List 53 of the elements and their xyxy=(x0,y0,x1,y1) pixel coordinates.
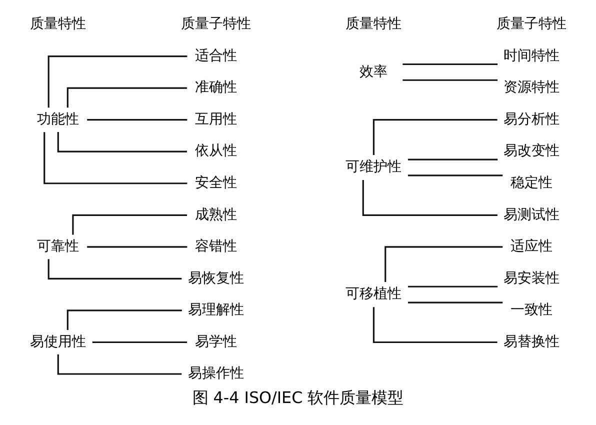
node-text: 成熟性 xyxy=(194,206,237,223)
connector xyxy=(408,174,503,176)
label: 质量子特性 xyxy=(496,16,567,32)
connector xyxy=(48,56,188,108)
node-text: 资源特性 xyxy=(504,80,560,96)
node-text: 易分析性 xyxy=(504,111,560,128)
connector xyxy=(408,286,498,288)
node-text: 依从性 xyxy=(194,143,237,160)
node-text: 适应性 xyxy=(510,238,553,255)
connector xyxy=(57,132,187,152)
node-text: 可移植性 xyxy=(346,286,402,302)
connector xyxy=(92,341,188,344)
connector xyxy=(362,180,498,216)
connector xyxy=(87,246,188,248)
node-text: 功能性 xyxy=(37,111,80,128)
node-text: 易恢复性 xyxy=(188,270,244,286)
node-text: 易安装性 xyxy=(504,270,560,286)
connector xyxy=(372,307,498,344)
connector xyxy=(372,119,498,155)
node-text: 易测试性 xyxy=(504,206,560,223)
connector xyxy=(44,132,188,184)
node-text: 一致性 xyxy=(510,302,553,318)
node-text: 易使用性 xyxy=(30,334,86,350)
node-text: 时间特性 xyxy=(504,48,560,64)
node-text: 适合性 xyxy=(194,48,237,64)
node-text: 易改变性 xyxy=(504,143,560,160)
node-text: 容错性 xyxy=(194,238,237,255)
node-text: 易理解性 xyxy=(188,302,244,318)
node-text: 互用性 xyxy=(194,111,237,128)
node-text: 可靠性 xyxy=(37,238,80,255)
node-text: 安全性 xyxy=(194,174,237,191)
connector xyxy=(402,63,498,66)
node-text: 可维护性 xyxy=(346,159,402,176)
node-text: 准确性 xyxy=(194,80,237,96)
connector xyxy=(87,119,188,121)
label: 质量子特性 xyxy=(180,16,251,32)
node-text: 稳定性 xyxy=(510,174,553,191)
node-text: 易操作性 xyxy=(188,366,244,382)
connector xyxy=(408,158,498,160)
connector xyxy=(72,214,187,235)
connector xyxy=(66,310,182,330)
connector xyxy=(57,354,182,375)
node-text: 效率 xyxy=(360,64,388,80)
connector xyxy=(402,79,498,81)
node-text: 易学性 xyxy=(194,334,237,350)
connector xyxy=(48,259,182,280)
node-text: 易替换性 xyxy=(504,334,560,350)
label: 质量特性 xyxy=(30,16,86,32)
connector xyxy=(384,246,503,282)
caption: 图 4-4 ISO/IEC 软件质量模型 xyxy=(192,388,404,408)
connector xyxy=(408,302,503,304)
label: 质量特性 xyxy=(346,16,402,32)
connector xyxy=(66,87,187,108)
